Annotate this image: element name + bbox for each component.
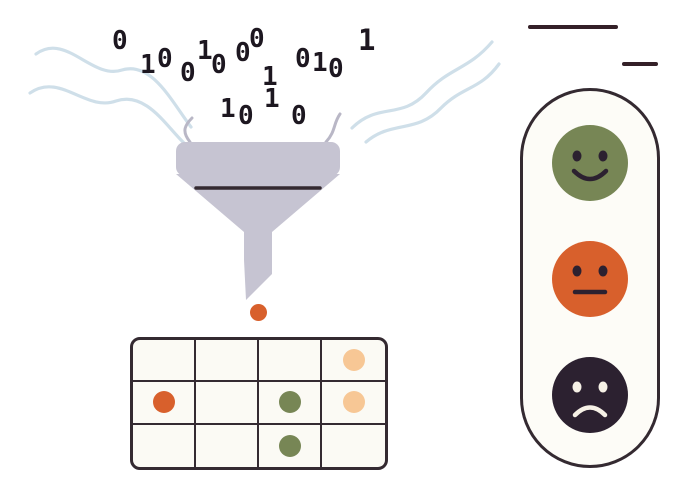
table-cell xyxy=(196,340,259,383)
table-cell xyxy=(259,382,322,425)
binary-digit: 0 xyxy=(295,44,311,74)
happy-face-icon xyxy=(550,123,630,203)
binary-digit: 0 xyxy=(157,44,173,74)
binary-digit: 1 xyxy=(197,36,213,66)
binary-digit: 0 xyxy=(328,54,344,84)
binary-digit: 1 xyxy=(220,94,236,124)
binary-digit: 0 xyxy=(211,50,227,80)
table-cell xyxy=(133,424,196,467)
data-point-orange xyxy=(152,391,175,414)
data-point-green xyxy=(278,391,301,414)
data-point-peach xyxy=(342,349,365,372)
funnel-inlet-left xyxy=(183,116,194,144)
data-table xyxy=(130,337,388,470)
binary-digit: 0 xyxy=(180,58,196,88)
funnel-spout xyxy=(244,232,272,300)
funnel xyxy=(168,142,348,307)
binary-digit: 0 xyxy=(112,26,128,56)
data-drop-dot xyxy=(250,304,267,321)
data-point-green xyxy=(278,434,301,457)
sentiment-indicator xyxy=(520,88,660,468)
table-cell xyxy=(259,340,322,383)
neutral-face-icon xyxy=(550,239,630,319)
decor-line-top xyxy=(528,25,618,29)
binary-digit: 0 xyxy=(249,24,265,54)
table-cell xyxy=(196,424,259,467)
binary-digit: 1 xyxy=(358,23,376,57)
table-cell xyxy=(322,425,385,467)
decor-line-right xyxy=(622,62,658,66)
wave-left-1 xyxy=(34,46,193,129)
table-cell xyxy=(322,382,385,425)
sad-face-icon xyxy=(550,355,630,435)
wave-right-2 xyxy=(364,62,501,144)
funnel-cone xyxy=(176,174,340,232)
table-cell xyxy=(133,340,196,383)
binary-digit: 0 xyxy=(238,101,254,131)
funnel-inlet-right xyxy=(324,112,342,144)
binary-digit: 1 xyxy=(140,50,156,80)
binary-digit: 0 xyxy=(291,101,307,131)
funnel-cap xyxy=(176,142,340,176)
binary-digit: 1 xyxy=(264,84,280,114)
table-cell xyxy=(196,382,259,425)
binary-digit: 1 xyxy=(262,62,278,92)
wave-left-2 xyxy=(28,85,186,145)
data-point-peach xyxy=(342,391,365,414)
wave-right-1 xyxy=(350,40,494,130)
table-cell xyxy=(133,382,196,425)
binary-digit: 0 xyxy=(235,38,251,68)
binary-digit: 1 xyxy=(312,48,328,78)
table-cell xyxy=(259,424,322,467)
table-cell xyxy=(322,340,385,383)
